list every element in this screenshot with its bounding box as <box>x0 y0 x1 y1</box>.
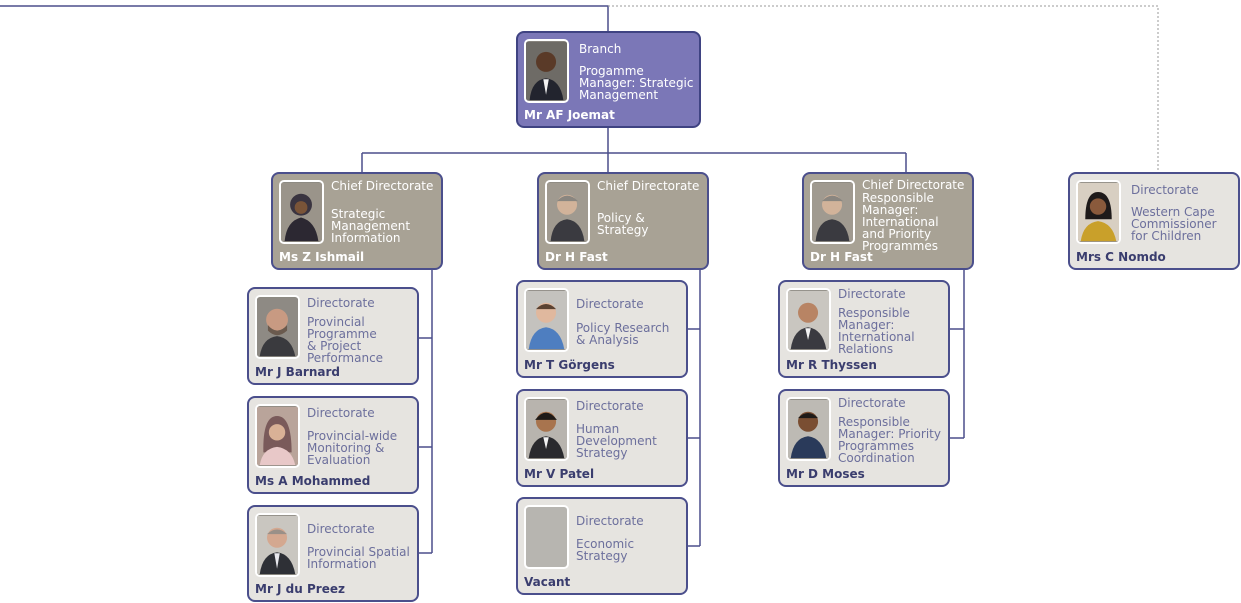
directorate-title: Responsible Manager: International Relat… <box>838 306 915 356</box>
branch-box: Branch Progamme Manager: Strategic Manag… <box>516 31 701 128</box>
directorate-box-monitoring: Directorate Provincial-wide Monitoring &… <box>247 396 419 494</box>
directorate-title: Policy Research & Analysis <box>576 321 670 347</box>
chief-name: Ms Z Ishmail <box>279 250 365 264</box>
directorate-level: Directorate <box>576 297 644 311</box>
directorate-title: Provincial Spatial Information <box>307 545 410 571</box>
photo-nomdo <box>1076 180 1121 244</box>
directorate-name: Mr R Thyssen <box>786 358 877 372</box>
chief-box-strategic-info: Chief Directorate Strategic Management I… <box>271 172 443 270</box>
photo-mohammed <box>255 404 300 468</box>
photo-patel <box>524 397 569 461</box>
chief-title: Responsible Manager: International and P… <box>862 191 939 253</box>
directorate-title: Provincial-wide Monitoring & Evaluation <box>307 429 398 467</box>
chief-box-policy: Chief Directorate Policy & Strategy Dr H… <box>537 172 709 270</box>
photo-placeholder <box>524 505 569 569</box>
chief-title: Strategic Management Information <box>331 207 411 245</box>
mid-bracket <box>687 270 701 547</box>
photo-thyssen <box>786 288 831 352</box>
chief-name: Dr H Fast <box>810 250 873 264</box>
branch-to-chiefs <box>361 126 907 173</box>
photo-fast <box>545 180 590 244</box>
commissioner-level: Directorate <box>1131 183 1199 197</box>
photo-du-preez <box>255 513 300 577</box>
directorate-name: Mr D Moses <box>786 467 865 481</box>
chief-level: Chief Directorate <box>862 178 965 192</box>
chief-level: Chief Directorate <box>331 179 434 193</box>
commissioner-title: Western Cape Commissioner for Children <box>1131 205 1217 243</box>
directorate-box-policy-research: Directorate Policy Research & Analysis M… <box>516 280 688 378</box>
directorate-box-human-development: Directorate Human Development Strategy M… <box>516 389 688 487</box>
directorate-level: Directorate <box>307 406 375 420</box>
branch-name: Mr AF Joemat <box>524 108 615 122</box>
right-bracket <box>950 270 965 439</box>
directorate-level: Directorate <box>307 296 375 310</box>
chief-title: Policy & Strategy <box>597 211 649 237</box>
directorate-name: Mr T Görgens <box>524 358 615 372</box>
chief-box-international: Chief Directorate Responsible Manager: I… <box>802 172 974 270</box>
directorate-title: Human Development Strategy <box>576 422 657 460</box>
directorate-box-spatial: Directorate Provincial Spatial Informati… <box>247 505 419 602</box>
commissioner-box: Directorate Western Cape Commissioner fo… <box>1068 172 1240 270</box>
directorate-box-international-relations: Directorate Responsible Manager: Interna… <box>778 280 950 378</box>
branch-title: Progamme Manager: Strategic Management <box>579 64 694 102</box>
left-bracket <box>419 270 433 554</box>
directorate-name: Mr V Patel <box>524 467 595 481</box>
photo-gorgens <box>524 288 569 352</box>
directorate-box-economic: Directorate Economic Strategy Vacant <box>516 497 688 595</box>
photo-barnard <box>255 295 300 359</box>
photo-joemat <box>524 39 569 103</box>
chief-name: Dr H Fast <box>545 250 608 264</box>
directorate-name: Mr J Barnard <box>255 365 340 379</box>
commissioner-name: Mrs C Nomdo <box>1076 250 1166 264</box>
directorate-level: Directorate <box>576 399 644 413</box>
directorate-title: Economic Strategy <box>576 537 635 563</box>
photo-fast-2 <box>810 180 855 244</box>
directorate-name: Ms A Mohammed <box>255 474 371 488</box>
directorate-level: Directorate <box>838 396 906 410</box>
directorate-level: Directorate <box>838 287 906 301</box>
directorate-title: Provincial Programme & Project Performan… <box>307 315 384 365</box>
directorate-name: Mr J du Preez <box>255 582 345 596</box>
directorate-box-programme-performance: Directorate Provincial Programme & Proje… <box>247 287 419 385</box>
directorate-title: Responsible Manager: Priority Programmes… <box>838 415 941 465</box>
directorate-level: Directorate <box>307 522 375 536</box>
branch-level: Branch <box>579 42 622 56</box>
photo-ishmail <box>279 180 324 244</box>
directorate-name: Vacant <box>524 575 571 589</box>
directorate-box-priority-programmes: Directorate Responsible Manager: Priorit… <box>778 389 950 487</box>
photo-moses <box>786 397 831 461</box>
directorate-level: Directorate <box>576 514 644 528</box>
chief-level: Chief Directorate <box>597 179 700 193</box>
top-line <box>0 5 609 32</box>
